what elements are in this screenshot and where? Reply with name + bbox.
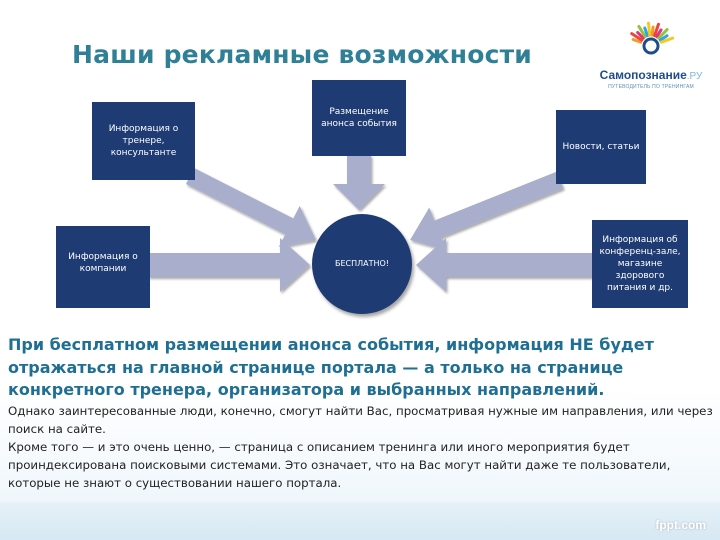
sun-ray-icon <box>636 31 645 40</box>
sun-ray-icon <box>643 26 649 38</box>
logo-name-text: Самопознание <box>599 68 687 82</box>
paragraph-search: Однако заинтересованные люди, конечно, с… <box>8 404 713 436</box>
paragraph-indexing: Кроме того — и это очень ценно, — страни… <box>8 440 671 490</box>
node-news-articles: Новости, статьи <box>556 110 646 184</box>
arrow-event-to-free <box>333 155 385 210</box>
logo-tagline: ПУТЕВОДИТЕЛЬ ПО ТРЕНИНГАМ <box>608 84 694 90</box>
slide-title: Наши рекламные возможности <box>72 40 533 69</box>
arrow-trainer-to-free <box>185 168 316 247</box>
sun-ray-icon <box>653 22 660 38</box>
node-event-announcement: Размещение анонса события <box>312 80 406 156</box>
footer-brand[interactable]: fppt.com <box>655 518 706 532</box>
sun-ray-icon <box>650 25 655 37</box>
arrow-news-to-free <box>410 171 564 251</box>
sun-ray-icon <box>659 36 675 44</box>
logo-suffix-text: .РУ <box>686 71 703 82</box>
arrow-company-to-free <box>148 238 310 292</box>
arrow-other-to-free <box>416 238 594 292</box>
sun-logo-icon <box>630 21 675 55</box>
sun-ray-icon <box>647 21 652 37</box>
sun-ray-icon <box>630 32 644 42</box>
sun-ray-icon <box>655 28 663 39</box>
sun-ray-icon <box>658 34 669 42</box>
node-free-center: БЕСПЛАТНО! <box>312 214 412 314</box>
main-statement: При бесплатном размещении анонса события… <box>8 335 654 399</box>
node-venue-shop-info: Информация об конференц-зале, магазине з… <box>592 220 688 308</box>
node-trainer-info: Информация о тренере, консультанте <box>92 102 195 180</box>
sun-ray-icon <box>631 38 643 44</box>
samopoznanie-logo[interactable]: Самопознание.РУ ПУТЕВОДИТЕЛЬ ПО ТРЕНИНГА… <box>592 16 710 96</box>
sun-ray-icon <box>657 28 669 40</box>
footer-bar: fppt.com <box>0 502 720 540</box>
node-company-info: Информация о компании <box>56 226 150 308</box>
body-text: Однако заинтересованные люди, конечно, с… <box>8 402 714 492</box>
sun-center-icon <box>642 37 660 55</box>
sun-ray-icon <box>637 25 647 39</box>
